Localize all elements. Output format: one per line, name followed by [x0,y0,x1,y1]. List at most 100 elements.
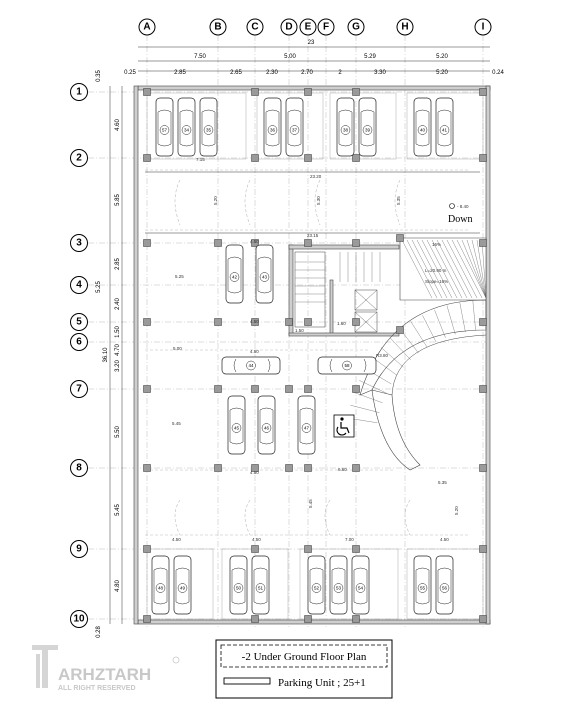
ramp-slope: Slope=16% [425,279,448,284]
dim-top2: 3.30 [374,70,386,76]
dim-interior: 16% [432,242,441,247]
car: 54 [351,555,370,615]
car-number: 51 [258,586,264,591]
grid-row-label: 7 [76,384,82,395]
logo-brand: ARHZTARH [58,665,151,684]
car-number: 35 [206,128,212,133]
column [285,464,293,472]
logo-tagline: ALL RIGHT RESERVED [58,685,136,692]
column [251,239,259,247]
column [304,545,312,553]
dim-top2: 0.25 [124,70,136,76]
column [304,385,312,393]
column [304,154,312,162]
grid-bubble-col: A [138,18,156,36]
dim-left: 2.85 [115,258,121,270]
car: 44 [221,356,281,375]
column [479,318,487,326]
dim-interior: 7.15 [196,157,205,162]
column [251,615,259,623]
title-block: -2 Under Ground Floor Plan Parking Unit … [215,639,393,699]
grid-col-label: I [482,22,485,33]
dim-interior: 5.20 [454,506,459,515]
car-number: 58 [344,363,350,368]
car-number: 36 [270,128,276,133]
column [479,239,487,247]
dim-interior: 5.35 [438,480,447,485]
grid-row-label: 6 [76,337,82,348]
dim-interior: 4.50 [250,319,259,324]
dim-top: 5.29 [364,54,376,60]
column [214,318,222,326]
car: 35 [199,97,218,157]
dim-top2: 5.20 [436,70,448,76]
dim-top2: 2.70 [301,70,313,76]
grid-col-label: G [352,22,360,33]
dim-interior: 5.30 [316,196,321,205]
car-number: 53 [336,586,342,591]
ramp-length: L=20.90 m [425,268,447,273]
grid-bubble-row: 1 [70,83,88,101]
dim-left: 2.40 [115,298,121,310]
grid-bubble-col: F [317,18,335,36]
grid-bubble-col: E [299,18,317,36]
grid-col-label: D [285,22,292,33]
column [479,385,487,393]
car: 43 [255,244,274,304]
grid-bubble-col: H [396,18,414,36]
column [143,239,151,247]
dim-top2: 0.24 [492,70,504,76]
car: 53 [329,555,348,615]
dim-left: 4.70 [115,344,121,356]
dim-left-total: 36.10 [103,347,109,363]
column [143,464,151,472]
dim-interior: 5.00 [173,346,182,351]
grid-col-label: H [401,22,408,33]
dim-left: 5.50 [115,426,121,438]
dim-interior: 4.50 [250,349,259,354]
grid-bubble-row: 8 [70,459,88,477]
column [304,464,312,472]
car-number: 37 [292,128,298,133]
column [143,615,151,623]
dimension-lines [109,46,490,624]
grid-bubble-row: 5 [70,313,88,331]
car: 47 [297,395,316,455]
column [143,318,151,326]
dim-total-width: 23 [308,40,315,46]
grid-row-label: 9 [76,544,82,555]
car: 51 [251,555,270,615]
column [352,545,360,553]
grid-bubble-row: 6 [70,333,88,351]
dim-left: 3.20 [115,360,121,372]
car-number: 48 [158,586,164,591]
dim-top2: 2.30 [266,70,278,76]
car-number: 50 [236,586,242,591]
structural-columns [143,88,487,623]
driving-paths [145,169,470,536]
dim-top2: 2 [338,70,342,76]
column [251,464,259,472]
car-number: 38 [343,128,349,133]
dim-interior: 1.50 [295,328,304,333]
column [304,615,312,623]
dim-top: 5.20 [436,54,448,60]
dim-interior: 4.50 [440,537,449,542]
column [285,385,293,393]
column [304,88,312,96]
car-number: 34 [184,128,190,133]
column [396,234,404,242]
column [352,615,360,623]
grid-bubble-row: 3 [70,234,88,252]
car-number: 47 [304,426,310,431]
car-number: 52 [314,586,320,591]
column [251,385,259,393]
dim-left: 0.28 [96,626,102,638]
grid-col-label: B [214,22,221,33]
dim-left: 1.50 [115,326,121,338]
column [251,318,259,326]
car-number: 46 [264,426,270,431]
